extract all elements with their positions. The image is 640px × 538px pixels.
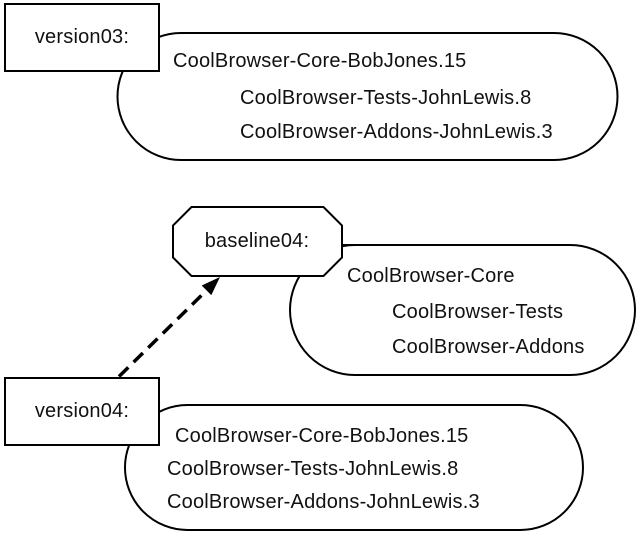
baseline04-components-stadium (289, 244, 636, 376)
version03-label: version03: (34, 26, 130, 48)
version04-label: version04: (34, 400, 130, 422)
version04-component-1: CoolBrowser-Core-BobJones.15 (175, 425, 469, 447)
baseline04-component-1: CoolBrowser-Core (347, 265, 515, 287)
version04-components-stadium (124, 404, 584, 531)
version03-components-stadium (116, 32, 619, 161)
version03-component-3: CoolBrowser-Addons-JohnLewis.3 (240, 121, 553, 143)
version03-component-1: CoolBrowser-Core-BobJones.15 (173, 50, 467, 72)
arrowhead-icon (201, 277, 220, 296)
version03-component-2: CoolBrowser-Tests-JohnLewis.8 (240, 87, 532, 109)
baseline04-octagon (172, 206, 343, 277)
baseline04-component-3: CoolBrowser-Addons (392, 336, 585, 358)
version04-label-box: version04: (4, 377, 160, 446)
baseline04-component-2: CoolBrowser-Tests (392, 301, 564, 323)
version03-label-box: version03: (4, 3, 160, 72)
version04-to-baseline04-arrow-line (117, 287, 210, 378)
version04-component-2: CoolBrowser-Tests-JohnLewis.8 (167, 458, 459, 480)
baseline04-label: baseline04: (204, 230, 310, 252)
version04-component-3: CoolBrowser-Addons-JohnLewis.3 (167, 491, 480, 513)
